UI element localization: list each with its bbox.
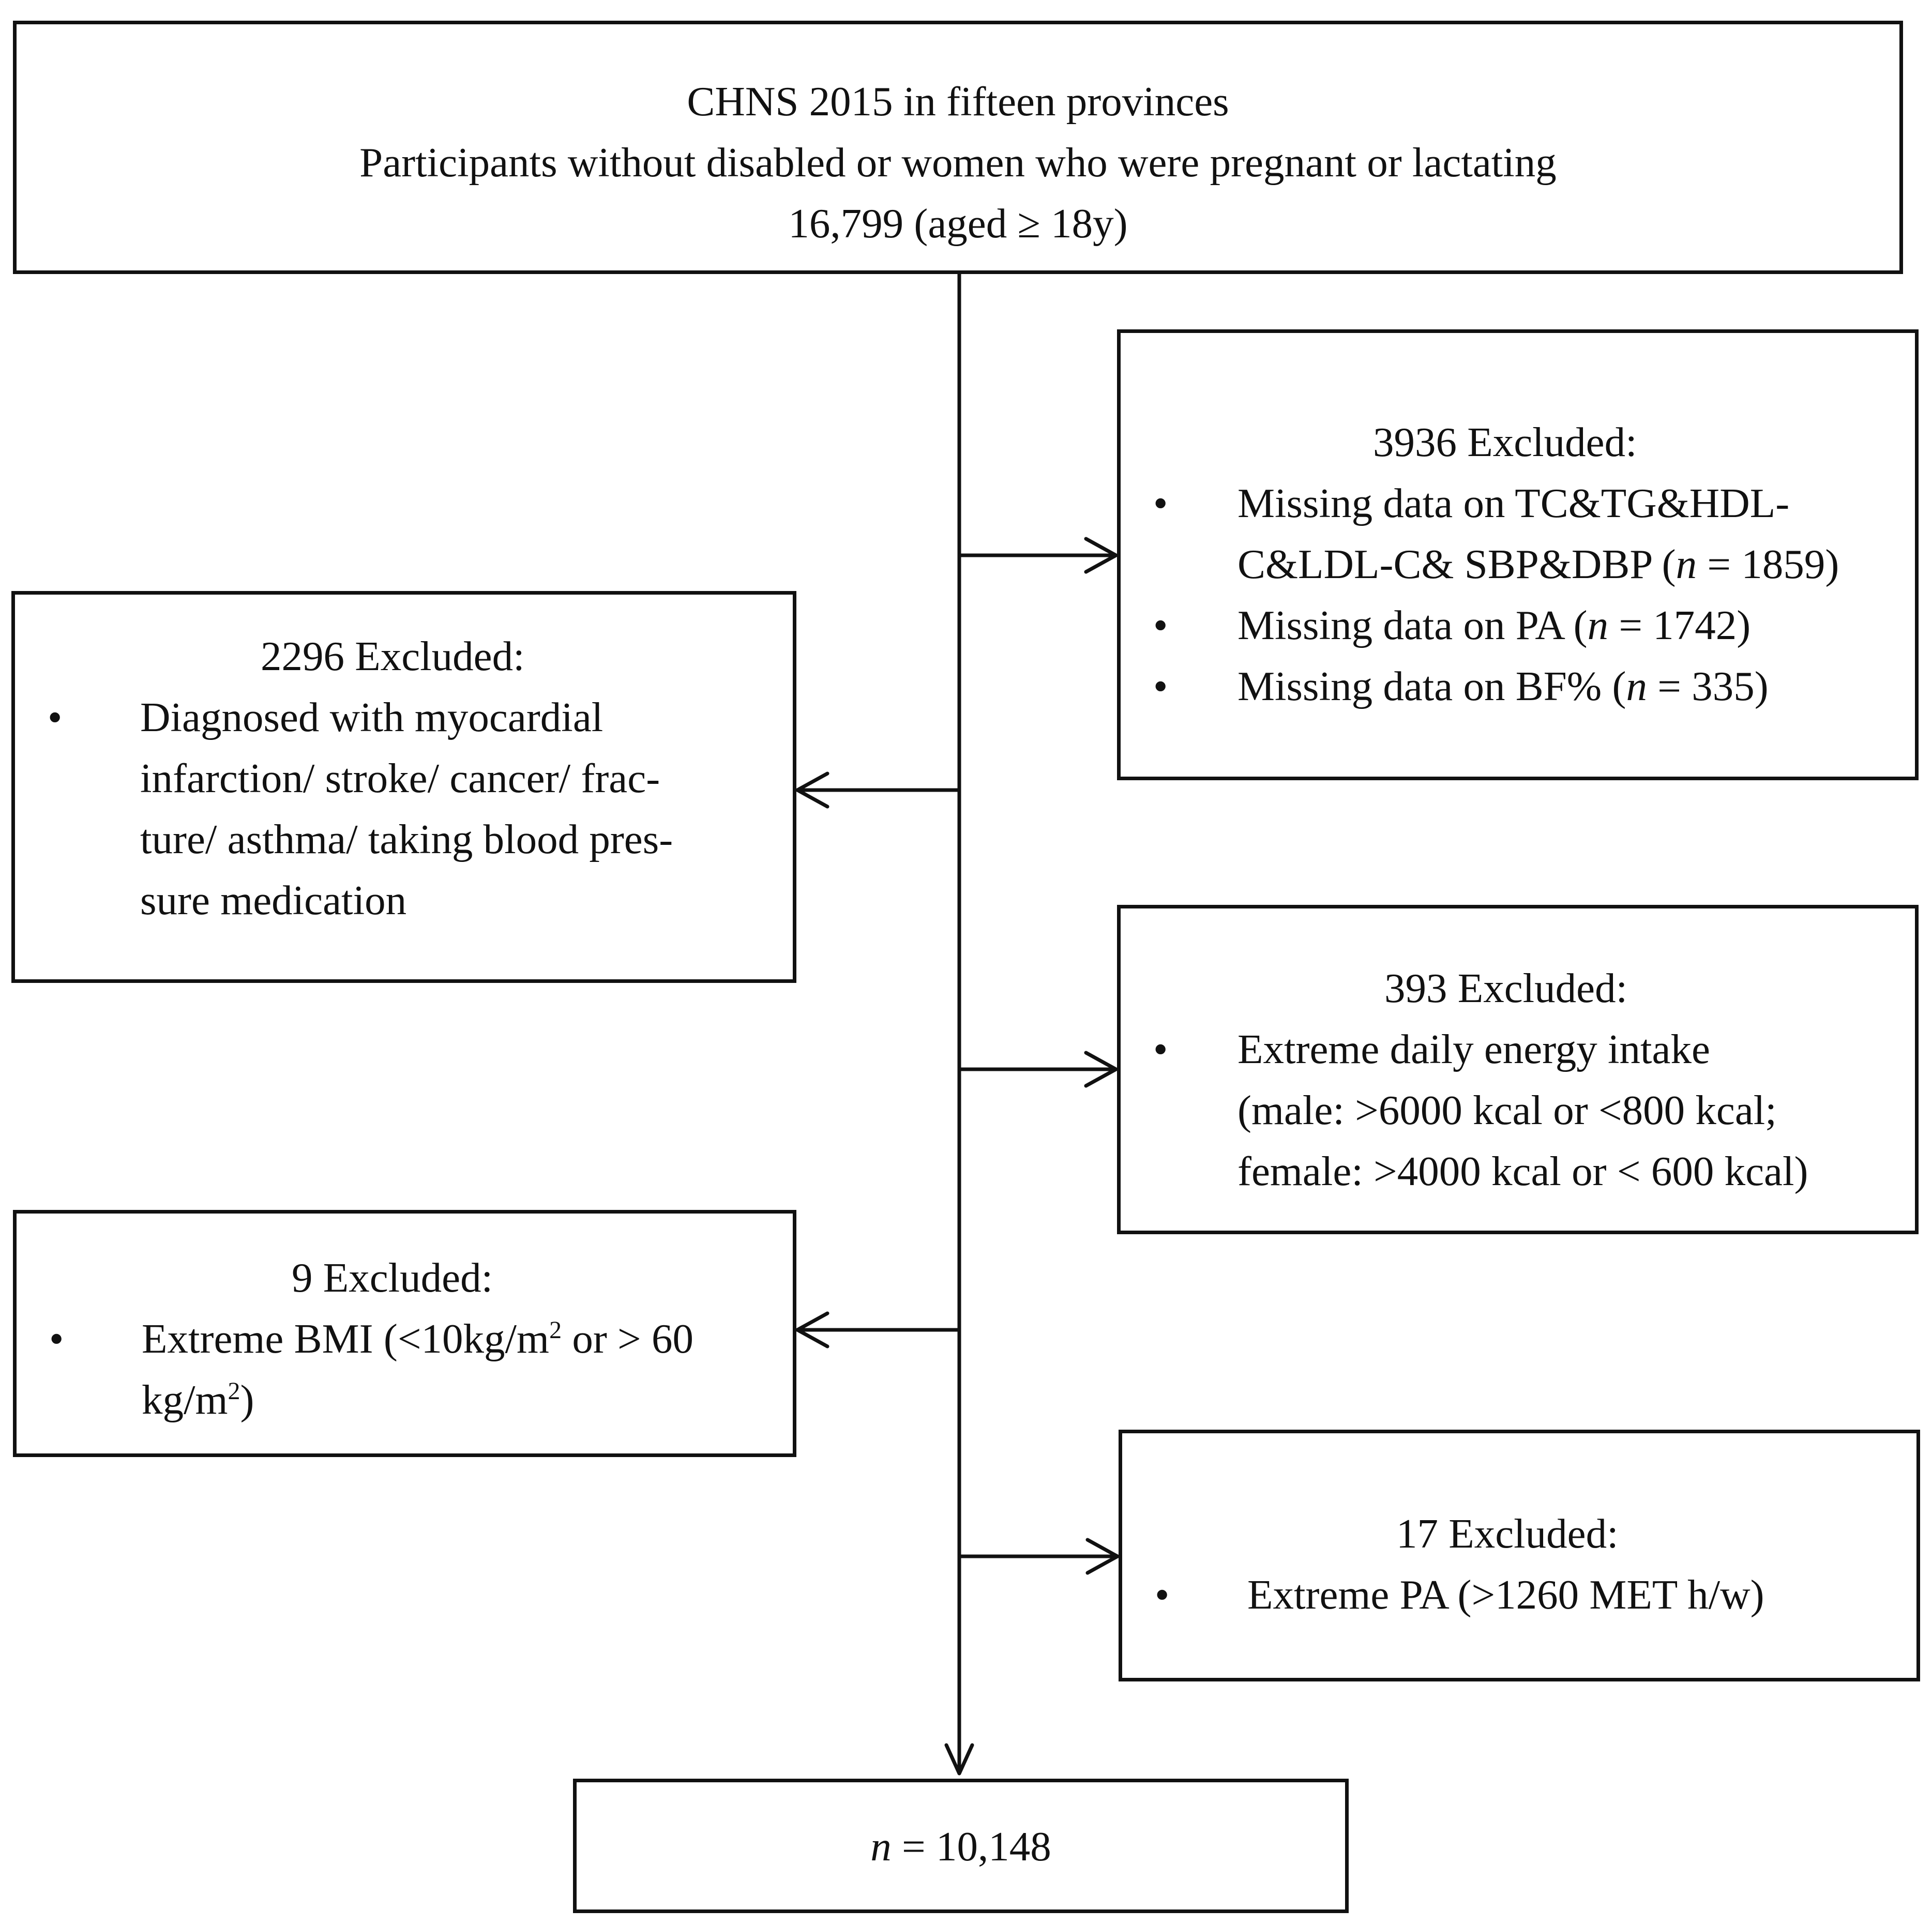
final-sample-size: n = 10,148	[577, 1816, 1345, 1877]
bullet-icon: •	[1153, 480, 1168, 526]
exclusion-item-text: Missing data on BF% (	[1237, 663, 1626, 709]
exclusion-box-393: 393 Excluded: • Extreme daily energy int…	[1117, 905, 1919, 1234]
final-sample-box: n = 10,148	[573, 1779, 1349, 1913]
cohort-survey-line: CHNS 2015 in fifteen provinces	[687, 78, 1229, 125]
exclusion-item: • Extreme PA (>1260 MET h/w)	[1122, 1564, 1916, 1625]
exclusion-item: • Missing data on TC&TG&HDL- C&LDL-C& SB…	[1121, 473, 1915, 595]
n-symbol: n	[1587, 602, 1609, 648]
exclusion-heading: 17 Excluded:	[1396, 1510, 1619, 1557]
exclusion-item-text: Extreme BMI (<10kg/m	[142, 1315, 550, 1362]
exclusion-heading: 393 Excluded:	[1384, 965, 1628, 1011]
exclusion-heading: 9 Excluded:	[292, 1254, 493, 1301]
bullet-icon: •	[1153, 663, 1168, 709]
exclusion-item: • Extreme BMI (<10kg/m2 or > 60 kg/m2)	[17, 1308, 793, 1430]
exclusion-box-2296: 2296 Excluded: • Diagnosed with myocardi…	[11, 591, 796, 983]
exclusion-item-text: Missing data on PA (	[1237, 602, 1588, 648]
exclusion-item-count: = 335)	[1647, 663, 1769, 709]
final-sample-count: = 10,148	[891, 1823, 1051, 1870]
bullet-icon: •	[1153, 1026, 1168, 1072]
exclusion-item-line: Missing data on TC&TG&HDL-	[1237, 480, 1790, 526]
exclusion-item: • Missing data on PA (n = 1742)	[1121, 595, 1915, 656]
exclusion-item: • Diagnosed with myocardial infarction/ …	[15, 687, 793, 931]
exclusion-item-line: female: >4000 kcal or < 600 kcal)	[1237, 1148, 1808, 1194]
exclusion-box-3936: 3936 Excluded: • Missing data on TC&TG&H…	[1117, 329, 1919, 780]
final-arrowhead	[944, 1743, 974, 1776]
n-symbol: n	[870, 1823, 892, 1870]
exclusion-item-text: )	[240, 1376, 254, 1423]
arrowhead-393	[1084, 1051, 1118, 1088]
bullet-icon: •	[49, 1315, 64, 1362]
exclusion-item-line: sure medication	[140, 877, 407, 923]
arrowhead-3936	[1084, 537, 1118, 574]
exclusion-box-9: 9 Excluded: • Extreme BMI (<10kg/m2 or >…	[13, 1210, 796, 1457]
exclusion-item-line: (male: >6000 kcal or <800 kcal;	[1237, 1087, 1777, 1133]
superscript: 2	[549, 1316, 562, 1344]
arrowhead-17	[1085, 1538, 1120, 1575]
exclusion-item-line: Diagnosed with myocardial	[140, 694, 603, 740]
exclusion-item-count: = 1859)	[1697, 541, 1839, 587]
n-symbol: n	[1626, 663, 1648, 709]
bullet-icon: •	[48, 694, 63, 740]
exclusion-item-line: ture/ asthma/ taking blood pres-	[140, 816, 673, 862]
bullet-icon: •	[1155, 1571, 1170, 1618]
n-symbol: n	[1676, 541, 1697, 587]
exclusion-item-line: Extreme PA (>1260 MET h/w)	[1247, 1571, 1764, 1618]
cohort-count-line: 16,799 (aged ≥ 18y)	[788, 200, 1128, 247]
exclusion-item-text: C&LDL-C& SBP&DBP (	[1237, 541, 1676, 587]
exclusion-item-count: = 1742)	[1608, 602, 1751, 648]
exclusion-item-line: Extreme daily energy intake	[1237, 1026, 1710, 1072]
exclusion-item: • Extreme daily energy intake (male: >60…	[1121, 1019, 1915, 1202]
exclusion-item-text: kg/m	[142, 1376, 228, 1423]
exclusion-heading: 3936 Excluded:	[1373, 419, 1637, 465]
arrowhead-9	[795, 1311, 829, 1348]
superscript: 2	[228, 1377, 240, 1405]
bullet-icon: •	[1153, 602, 1168, 648]
exclusion-item: • Missing data on BF% (n = 335)	[1121, 656, 1915, 717]
cohort-participants-line: Participants without disabled or women w…	[359, 139, 1557, 186]
exclusion-item-text: or > 60	[562, 1315, 693, 1362]
exclusion-item-line: infarction/ stroke/ cancer/ frac-	[140, 755, 660, 801]
exclusion-box-17: 17 Excluded: • Extreme PA (>1260 MET h/w…	[1119, 1430, 1920, 1681]
cohort-box: CHNS 2015 in fifteen provinces Participa…	[13, 21, 1903, 274]
exclusion-heading: 2296 Excluded:	[261, 633, 525, 679]
arrowhead-2296	[795, 771, 829, 809]
